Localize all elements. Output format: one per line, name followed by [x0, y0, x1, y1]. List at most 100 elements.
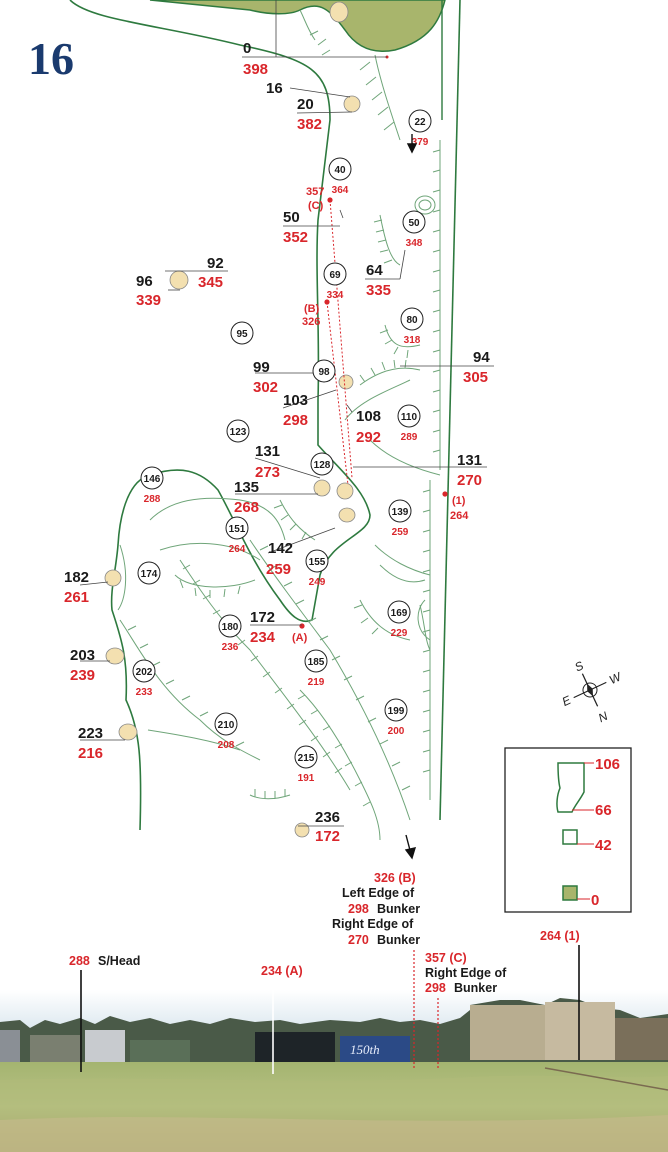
yardage-to-back: 239: [70, 667, 95, 684]
yardage-to-back: 345: [198, 274, 223, 291]
legend-42: 42: [595, 837, 612, 854]
bunker: [338, 507, 356, 523]
photo-c-txt: Bunker: [454, 981, 497, 995]
distance-marker-circle: [218, 614, 242, 638]
distance-marker-value: 95: [236, 329, 248, 340]
yardage-to-back: 268: [234, 499, 259, 516]
bunker: [294, 822, 310, 838]
leader-lines: [79, 0, 494, 827]
distance-marker-back: 229: [391, 628, 408, 639]
course-photo: 150th: [0, 990, 668, 1152]
photo-c-num: 298: [425, 981, 446, 995]
distance-marker-back: 200: [388, 726, 405, 737]
red-points: [299, 55, 448, 629]
sight-lines: [326, 199, 353, 486]
yardage-to-back: 339: [136, 292, 161, 309]
note-right-edge: Right Edge of: [332, 917, 414, 931]
yardage-to-front: 203: [70, 647, 95, 664]
bunkers: [104, 95, 361, 838]
distance-marker-back: 191: [298, 773, 315, 784]
yardage-to-front: 182: [64, 569, 89, 586]
distance-marker-value: 80: [406, 315, 418, 326]
distance-marker-circle: [408, 109, 432, 133]
yardage-to-front: 0: [243, 40, 251, 57]
point-1-sub: 264: [450, 510, 469, 522]
point-c-sub: (C): [308, 200, 324, 212]
note-298-num: 298: [348, 902, 369, 916]
hole-number: 16: [28, 33, 74, 84]
yardage-to-front: 172: [250, 609, 275, 626]
yardage-to-back: 398: [243, 61, 268, 78]
distance-marker-circle: [226, 419, 250, 443]
distance-marker-circle: [137, 561, 161, 585]
distance-marker-value: 169: [391, 608, 408, 619]
distance-marker-value: 146: [144, 474, 161, 485]
yardage-to-back: 292: [356, 429, 381, 446]
yardage-to-front: 131: [457, 452, 482, 469]
distance-marker-back: 348: [406, 238, 423, 249]
note-270-txt: Bunker: [377, 933, 420, 947]
boundary-line: [439, 0, 461, 821]
distance-marker-value: 139: [392, 507, 409, 518]
distance-marker-circle: [400, 307, 424, 331]
distance-marker-value: 128: [314, 460, 331, 471]
distance-marker-back: 318: [404, 335, 421, 346]
yardage-to-front: 92: [207, 255, 224, 272]
yardage-to-front: 236: [315, 809, 340, 826]
distance-marker-value: 22: [414, 117, 426, 128]
distance-marker-circle: [312, 359, 336, 383]
note-298-txt: Bunker: [377, 902, 420, 916]
distance-marker-value: 199: [388, 706, 405, 717]
bunker: [105, 647, 125, 665]
distance-marker-circle: [323, 262, 347, 286]
distance-marker-circle: [304, 649, 328, 673]
compass-rose: S E W N: [560, 658, 625, 725]
distance-marker-back: 334: [327, 290, 344, 301]
distance-marker-back: 208: [218, 740, 235, 751]
distance-marker-back: 379: [412, 137, 429, 148]
yardage-to-front: 96: [136, 273, 153, 290]
distance-marker-back: 219: [308, 677, 325, 688]
photo-a-label: 234 (A): [261, 964, 303, 978]
distance-marker-circle: [225, 516, 249, 540]
distance-marker-circle: [294, 745, 318, 769]
yardage-to-front: 142: [268, 540, 293, 557]
yardage-to-front: 223: [78, 725, 103, 742]
distance-marker-value: 151: [229, 524, 246, 535]
yardage-to-back: 259: [266, 561, 291, 578]
note-270-num: 270: [348, 933, 369, 947]
legend-66: 66: [595, 802, 612, 819]
photo-shead-num: 288: [69, 954, 90, 968]
yardage-to-back: 234: [250, 629, 276, 646]
distance-marker-circle: [388, 499, 412, 523]
point-c-label: 357: [306, 186, 324, 198]
yardage-to-back: 302: [253, 379, 278, 396]
distance-marker-value: 174: [141, 569, 158, 580]
photo-shead-txt: S/Head: [98, 954, 140, 968]
distance-marker-back: 233: [136, 687, 153, 698]
yardage-to-front: 108: [356, 408, 381, 425]
compass-w: W: [607, 669, 625, 687]
yardage-to-front: 50: [283, 209, 300, 226]
bunker: [338, 374, 354, 390]
photo-one-label: 264 (1): [540, 929, 580, 943]
distance-marker-value: 185: [308, 657, 325, 668]
distance-marker-value: 215: [298, 753, 315, 764]
compass-n: N: [596, 709, 610, 725]
distance-marker-back: 259: [392, 527, 409, 538]
yardage-to-front: 16: [266, 80, 283, 97]
distance-marker-back: 264: [229, 544, 246, 555]
distance-marker-circle: [140, 466, 164, 490]
distance-marker-back: 236: [222, 642, 239, 653]
distance-marker-circle: [132, 659, 156, 683]
bunker: [336, 482, 354, 500]
distance-marker-value: 202: [136, 667, 153, 678]
yardage-to-back: 216: [78, 745, 103, 762]
yardage-to-back: 172: [315, 828, 340, 845]
yardage-to-front: 135: [234, 479, 259, 496]
rough-hatching: [117, 9, 441, 841]
distance-marker-circle: [384, 698, 408, 722]
distance-marker-value: 210: [218, 720, 235, 731]
yardage-to-back: 382: [297, 116, 322, 133]
point-b-sub: 326: [302, 316, 320, 328]
